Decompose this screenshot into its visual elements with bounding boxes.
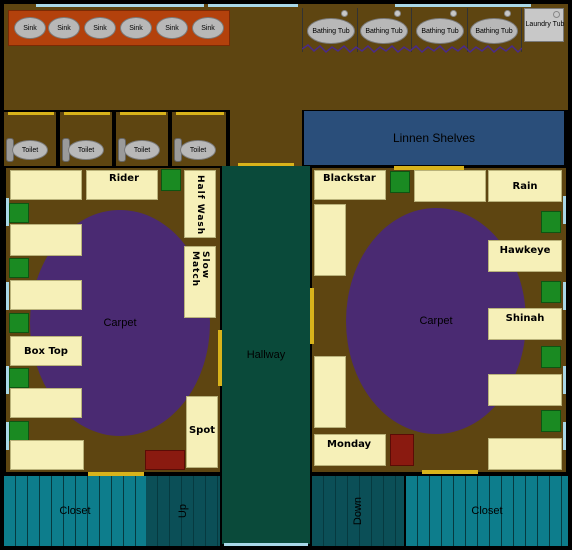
tub-2: Bathing Tub bbox=[356, 8, 412, 52]
bed-rain: Rain bbox=[488, 170, 562, 202]
right-window-1 bbox=[563, 196, 566, 224]
toilet-stall-2: Toilet bbox=[60, 110, 114, 166]
left-window-1 bbox=[6, 198, 9, 226]
bathroom-passage bbox=[230, 110, 302, 166]
red-box bbox=[145, 450, 185, 470]
linen-shelves: Linnen Shelves bbox=[304, 111, 564, 165]
window-top-right bbox=[395, 4, 531, 7]
bed-monday: Monday bbox=[314, 434, 386, 466]
bed-half-wash: Half Wash bbox=[184, 170, 216, 238]
left-window-4 bbox=[6, 422, 9, 450]
bed bbox=[10, 280, 82, 310]
tub-basin: Bathing Tub bbox=[416, 18, 464, 44]
bed-box-top: Box Top bbox=[10, 336, 82, 366]
toilet-stall-1: Toilet bbox=[4, 110, 58, 166]
right-closet: Closet bbox=[406, 476, 568, 546]
left-closet-door bbox=[88, 472, 144, 476]
bed bbox=[314, 204, 346, 276]
chest bbox=[541, 211, 561, 233]
bed bbox=[488, 438, 562, 470]
toilet: Toilet bbox=[12, 140, 48, 160]
tub-knob bbox=[394, 10, 401, 17]
right-window-4 bbox=[563, 422, 566, 450]
tub-basin: Bathing Tub bbox=[360, 18, 408, 44]
bed-slow-match: Slow Match bbox=[184, 246, 216, 318]
tub-4: Bathing Tub bbox=[466, 8, 522, 52]
tub-basin: Bathing Tub bbox=[470, 18, 518, 44]
stairs-down: Down bbox=[312, 476, 404, 546]
sink-5: Sink bbox=[156, 17, 188, 39]
right-window-3 bbox=[563, 366, 566, 394]
stairs-up-label: Up bbox=[177, 503, 189, 519]
window-top-left bbox=[36, 4, 204, 7]
red-box bbox=[390, 434, 414, 466]
sink-2: Sink bbox=[48, 17, 80, 39]
stall-door bbox=[8, 112, 54, 115]
chest bbox=[9, 313, 29, 333]
tub-knob bbox=[341, 10, 348, 17]
bed-spot: Spot bbox=[186, 396, 218, 468]
chest bbox=[541, 281, 561, 303]
window-top-mid bbox=[208, 4, 298, 7]
bed bbox=[10, 440, 84, 470]
toilet: Toilet bbox=[68, 140, 104, 160]
laundry-tub: Laundry Tub bbox=[524, 8, 564, 42]
sink-4: Sink bbox=[120, 17, 152, 39]
chest bbox=[9, 258, 29, 278]
chest bbox=[9, 203, 29, 223]
bed bbox=[414, 170, 486, 202]
chest bbox=[161, 169, 181, 191]
bed bbox=[10, 170, 82, 200]
bed bbox=[10, 224, 82, 256]
chest bbox=[541, 346, 561, 368]
right-door-left bbox=[310, 288, 314, 344]
left-window-2 bbox=[6, 282, 9, 310]
stall-door bbox=[176, 112, 224, 115]
bed bbox=[488, 374, 562, 406]
right-closet-door bbox=[422, 470, 478, 474]
hallway-window-bottom bbox=[224, 543, 308, 546]
tub-curtain bbox=[302, 44, 522, 54]
tub-1: Bathing Tub bbox=[302, 8, 358, 52]
left-closet: Closet bbox=[4, 476, 146, 546]
toilet: Toilet bbox=[124, 140, 160, 160]
chest bbox=[9, 421, 29, 441]
right-window-2 bbox=[563, 282, 566, 310]
tub-basin: Bathing Tub bbox=[307, 18, 355, 44]
sink-1: Sink bbox=[14, 17, 46, 39]
bed-hawkeye: Hawkeye bbox=[488, 240, 562, 272]
left-window-3 bbox=[6, 366, 9, 394]
toilet-stall-4: Toilet bbox=[172, 110, 228, 166]
bed-blackstar: Blackstar bbox=[314, 170, 386, 200]
bed-rider: Rider bbox=[86, 170, 158, 200]
bed-shinah: Shinah bbox=[488, 308, 562, 340]
stairs-up: Up bbox=[146, 476, 220, 546]
tub-knob bbox=[504, 10, 511, 17]
chest bbox=[9, 368, 29, 388]
chest bbox=[541, 410, 561, 432]
sink-3: Sink bbox=[84, 17, 116, 39]
hallway: Hallway bbox=[222, 166, 310, 544]
toilet: Toilet bbox=[180, 140, 216, 160]
stall-door bbox=[120, 112, 166, 115]
sink-6: Sink bbox=[192, 17, 224, 39]
tub-3: Bathing Tub bbox=[412, 8, 468, 52]
laundry-knob bbox=[553, 11, 560, 18]
tub-knob bbox=[450, 10, 457, 17]
laundry-label: Laundry Tub bbox=[525, 21, 565, 28]
left-door-right bbox=[218, 330, 222, 386]
stall-door bbox=[64, 112, 110, 115]
bed bbox=[314, 356, 346, 428]
chest bbox=[390, 171, 410, 193]
bed bbox=[10, 388, 82, 418]
stairs-down-label: Down bbox=[352, 496, 364, 526]
right-door-top bbox=[394, 166, 464, 170]
hallway-door-top bbox=[238, 163, 294, 167]
toilet-stall-3: Toilet bbox=[116, 110, 170, 166]
